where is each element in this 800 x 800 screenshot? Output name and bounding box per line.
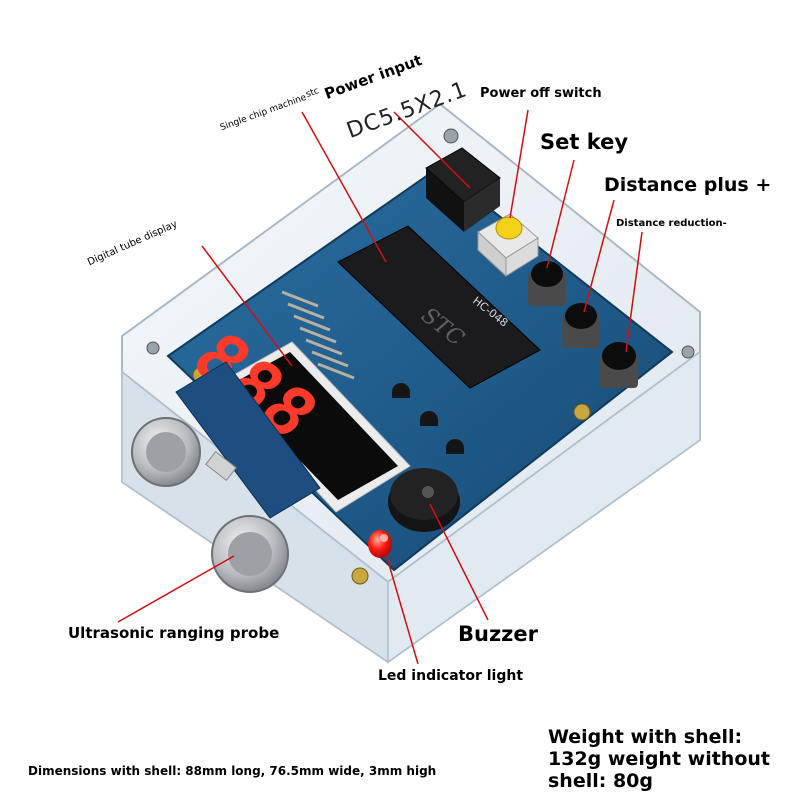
resistor-array [281, 290, 355, 380]
leader-lines [117, 109, 643, 665]
buzzer [388, 468, 460, 532]
stc-chip: STC HC-048 [337, 225, 541, 389]
label-dimensions: Dimensions with shell: 88mm long, 76.5mm… [28, 764, 437, 778]
led-indicator [368, 530, 392, 558]
power-off-switch [477, 213, 539, 278]
label-distance-plus: Distance plus + [604, 174, 772, 196]
label-power-off-switch: Power off switch [480, 86, 602, 101]
transistors [392, 383, 464, 454]
ultrasonic-probe [131, 361, 321, 593]
label-weight: Weight with shell: 132g weight without s… [548, 726, 770, 792]
label-set-key: Set key [540, 130, 629, 154]
set-key-button [528, 261, 566, 306]
label-buzzer: Buzzer [458, 622, 539, 646]
distance-plus-button [562, 303, 600, 348]
label-ultrasonic-probe: Ultrasonic ranging probe [68, 624, 280, 642]
label-distance-reduction: Distance reduction- [616, 218, 727, 229]
distance-reduction-button [600, 342, 638, 388]
label-led-indicator: Led indicator light [378, 668, 524, 684]
